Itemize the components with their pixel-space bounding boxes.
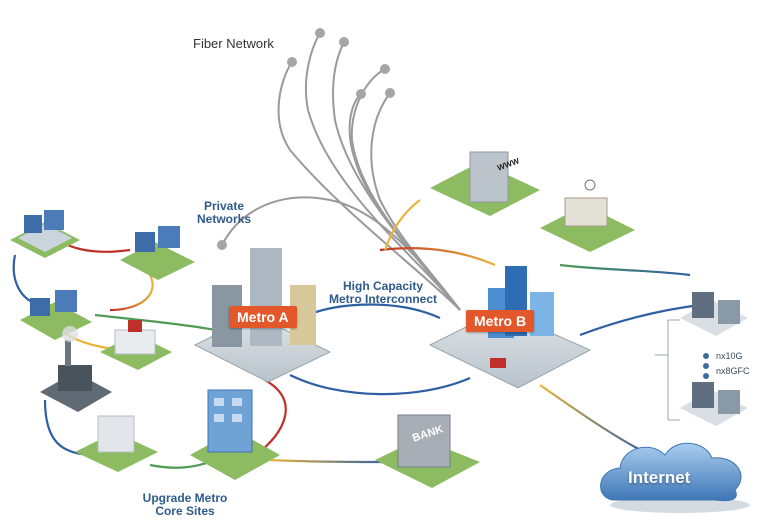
building-roof: [30, 298, 50, 316]
nx8gfc-label: nx8GFC: [716, 366, 750, 376]
metro-a-tag: Metro A: [229, 306, 297, 328]
nx10g-label: nx10G: [716, 351, 743, 361]
link: [559, 263, 691, 277]
antenna-dish: [584, 179, 596, 191]
metro-b-tag: Metro B: [466, 310, 535, 332]
tower: [250, 248, 282, 346]
house: [540, 179, 635, 252]
ground-tile: [540, 205, 635, 252]
house-body: [564, 197, 608, 227]
chimney: [65, 340, 71, 366]
building-body: [114, 329, 156, 355]
metro-a-city: [193, 248, 332, 383]
fiber-end: [315, 28, 325, 38]
data-center-top: [680, 292, 748, 336]
fiber-strand: [370, 92, 461, 311]
internet-cloud: [600, 442, 750, 513]
server-dots: [703, 353, 709, 379]
building-roof: [44, 210, 64, 230]
campus-cluster-1: [10, 210, 80, 258]
smoke: [62, 326, 78, 342]
fiber-end: [385, 88, 395, 98]
link: [12, 254, 41, 307]
fiber-strand: [304, 32, 461, 311]
link: [299, 303, 441, 320]
fiber-strand: [348, 93, 461, 311]
server-rack: [692, 382, 714, 408]
building-body: [397, 414, 451, 468]
fiber-strand: [332, 41, 461, 311]
building-body: [97, 415, 135, 453]
building-body: [58, 365, 92, 391]
data-center-bottom: [680, 382, 748, 426]
ground-tile: [120, 242, 195, 280]
link: [383, 199, 421, 251]
building-accent: [128, 320, 142, 332]
link: [579, 303, 701, 337]
private-networks-label: Private Networks: [196, 199, 252, 226]
building-roof: [55, 290, 77, 312]
server-rack: [692, 292, 714, 318]
campus-cluster-3: [20, 290, 92, 340]
link: [269, 458, 391, 464]
www-building: [430, 151, 540, 216]
fiber-end: [339, 37, 349, 47]
link: [539, 384, 651, 456]
building-body: [469, 151, 509, 203]
link: [261, 379, 287, 451]
office-building-left: [75, 415, 158, 472]
core-site-building: [190, 389, 280, 480]
fiber-strand: [277, 61, 461, 311]
hospital-building: [100, 320, 172, 370]
cloud-shape: [600, 442, 742, 502]
link: [289, 374, 471, 396]
bus: [490, 358, 506, 368]
internet-label: Internet: [628, 468, 691, 487]
link: [94, 313, 216, 332]
factory-building: [40, 326, 112, 412]
building-roof: [135, 232, 155, 252]
high-capacity-label: High Capacity Metro Interconnect: [328, 279, 437, 306]
link: [379, 247, 496, 267]
server-rack: [718, 390, 740, 414]
fiber-end: [287, 57, 297, 67]
fiber-network-label: Fiber Network: [193, 36, 274, 51]
campus-cluster-2: [120, 226, 195, 280]
link: [109, 274, 154, 312]
upgrade-sites-label: Upgrade Metro Core Sites: [142, 491, 228, 518]
fiber-end: [356, 89, 366, 99]
fiber-bundle: [221, 32, 461, 311]
fiber-end: [380, 64, 390, 74]
server-bracket: [655, 319, 680, 421]
fiber-end: [217, 240, 227, 250]
building-roof: [158, 226, 180, 248]
building-roof: [24, 215, 42, 233]
server-rack: [718, 300, 740, 324]
fiber-endpoints: [217, 28, 395, 250]
bank-building: [375, 414, 480, 488]
fiber-strand: [221, 196, 461, 311]
